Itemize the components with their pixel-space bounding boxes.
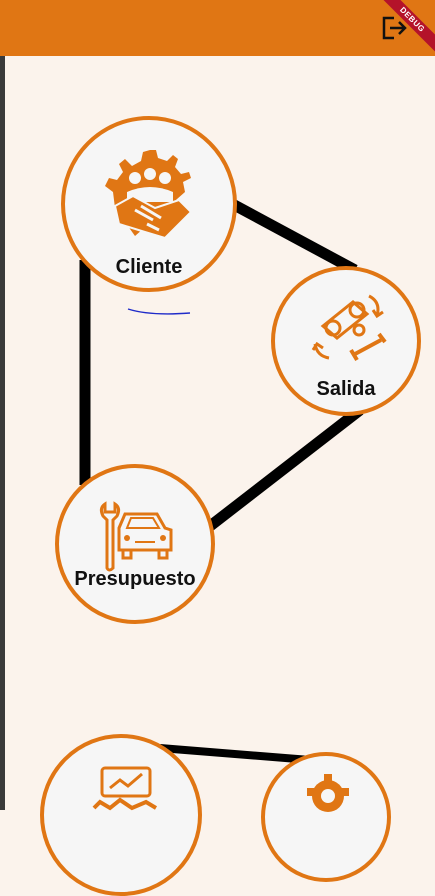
blue-scribble <box>127 308 191 315</box>
bottom-right-node[interactable] <box>261 752 391 882</box>
cliente-label: Cliente <box>115 256 183 278</box>
bottom-left-node[interactable] <box>40 734 202 896</box>
salida-node[interactable]: Salida <box>271 266 421 416</box>
engine-wrench-icon <box>311 294 387 362</box>
gear-wrench-icon <box>307 774 349 812</box>
connection-lines <box>79 195 364 764</box>
cliente-node[interactable]: Cliente <box>61 116 237 292</box>
presupuesto-node[interactable]: Presupuesto <box>55 464 215 624</box>
app-bar <box>0 0 435 56</box>
salida-label: Salida <box>316 378 376 400</box>
line-salida-presupuesto <box>201 405 364 535</box>
side-edge <box>0 56 5 810</box>
line-bottom <box>159 744 311 764</box>
chart-screen-icon <box>92 766 158 811</box>
car-wrench-icon <box>99 501 173 572</box>
handshake-gear-icon <box>105 150 193 240</box>
presupuesto-label: Presupuesto <box>74 568 196 590</box>
line-cliente-salida <box>222 195 358 275</box>
